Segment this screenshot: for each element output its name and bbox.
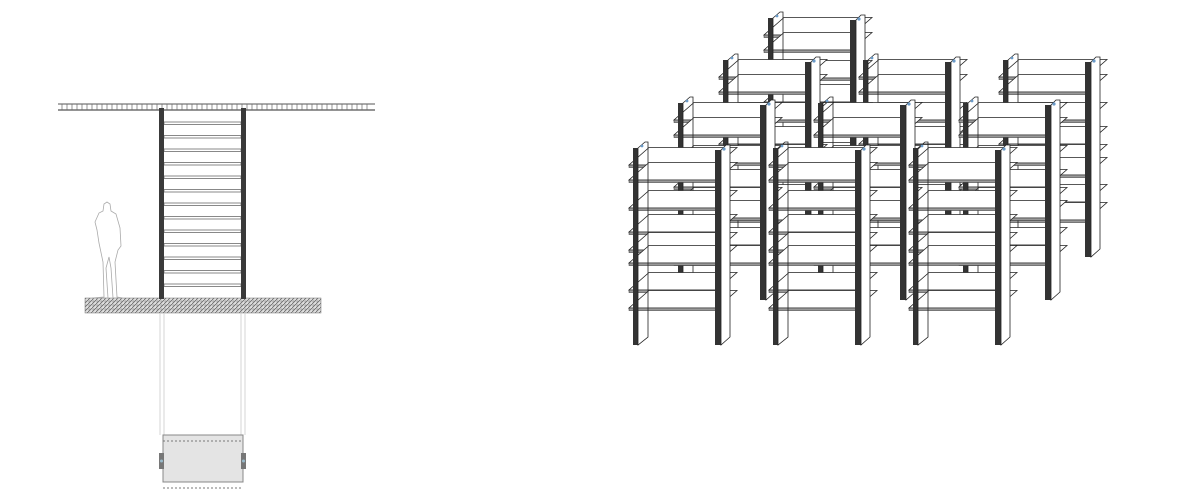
shelf-edge — [763, 49, 853, 53]
shelf-edge — [908, 207, 998, 211]
bolt-icon — [970, 99, 974, 103]
shelf-edge — [813, 134, 903, 138]
ground-hatch — [84, 297, 322, 314]
shelf-edge — [768, 262, 858, 266]
ladder-rung — [163, 148, 242, 152]
bolt-icon — [780, 144, 784, 148]
ladder-rung — [163, 270, 242, 274]
section-elevation — [58, 103, 375, 489]
ladder-rung — [163, 189, 242, 193]
bolt-icon — [1002, 147, 1006, 151]
ladder-rung — [163, 121, 242, 125]
post-board — [637, 141, 649, 346]
ladder-rung — [163, 162, 242, 166]
post-board — [777, 141, 789, 346]
axonometric-shelving-towers — [627, 11, 1109, 346]
ladder-rung — [163, 229, 242, 233]
front-post — [900, 105, 906, 300]
front-post — [760, 105, 766, 300]
shelf-edge — [908, 262, 998, 266]
left-post — [159, 108, 164, 299]
bolt-icon — [685, 99, 689, 103]
front-post — [855, 150, 861, 345]
bolt-icon — [767, 102, 771, 106]
shelf-edge — [958, 134, 1048, 138]
shelving-tower — [767, 141, 879, 346]
shelf-edge — [858, 91, 948, 95]
shelf-edge — [768, 207, 858, 211]
front-post — [633, 148, 638, 345]
bolt-icon — [952, 59, 956, 63]
shelving-tower — [627, 141, 739, 346]
ladder-rung — [163, 243, 242, 247]
shelf-edge — [768, 307, 858, 311]
front-post — [913, 148, 918, 345]
bolt-icon — [640, 144, 644, 148]
bolt-icon — [1010, 56, 1014, 60]
shelf-edge — [908, 179, 998, 183]
bolt-icon — [775, 14, 779, 18]
bolt-icon — [730, 56, 734, 60]
front-post — [995, 150, 1001, 345]
shelf-edge — [628, 207, 718, 211]
shelf-edge — [908, 307, 998, 311]
bolt-icon — [722, 147, 726, 151]
post-board — [1090, 56, 1101, 258]
lowered-box — [159, 434, 246, 489]
ladder-rung — [163, 256, 242, 260]
bolt-icon — [907, 102, 911, 106]
ladder-rung — [163, 202, 242, 206]
front-post — [773, 148, 778, 345]
post-board — [917, 141, 929, 346]
shelf-edge — [673, 134, 763, 138]
bolt-icon — [825, 99, 829, 103]
bolt-icon — [1052, 102, 1056, 106]
ladder-rung — [163, 216, 242, 220]
bolt-icon — [857, 17, 861, 21]
bolt-icon — [920, 144, 924, 148]
shelf-edge — [768, 179, 858, 183]
post-board — [1050, 99, 1061, 301]
ceiling-slab — [58, 103, 375, 111]
post-board — [860, 144, 871, 346]
hanging-cables — [159, 313, 246, 435]
bolt-icon — [1092, 59, 1096, 63]
post-board — [1000, 144, 1011, 346]
right-post — [241, 108, 246, 299]
front-post — [715, 150, 721, 345]
bolt-icon — [862, 147, 866, 151]
shelf-edge — [628, 307, 718, 311]
ladder-rungs — [163, 121, 242, 287]
shelf-edge — [718, 91, 808, 95]
post-board — [720, 144, 731, 346]
ladder-rung — [163, 135, 242, 139]
bolt-icon — [812, 59, 816, 63]
shelving-tower — [672, 96, 784, 301]
bolt-icon — [870, 56, 874, 60]
ladder-rung — [163, 283, 242, 287]
human-figure-outline — [91, 201, 124, 299]
shelf-edge — [998, 91, 1088, 95]
shelf-edge — [628, 179, 718, 183]
front-post — [1045, 105, 1051, 300]
ladder-rung — [163, 175, 242, 179]
front-post — [1085, 62, 1091, 257]
shelf-edge — [628, 262, 718, 266]
shelving-tower — [907, 141, 1019, 346]
